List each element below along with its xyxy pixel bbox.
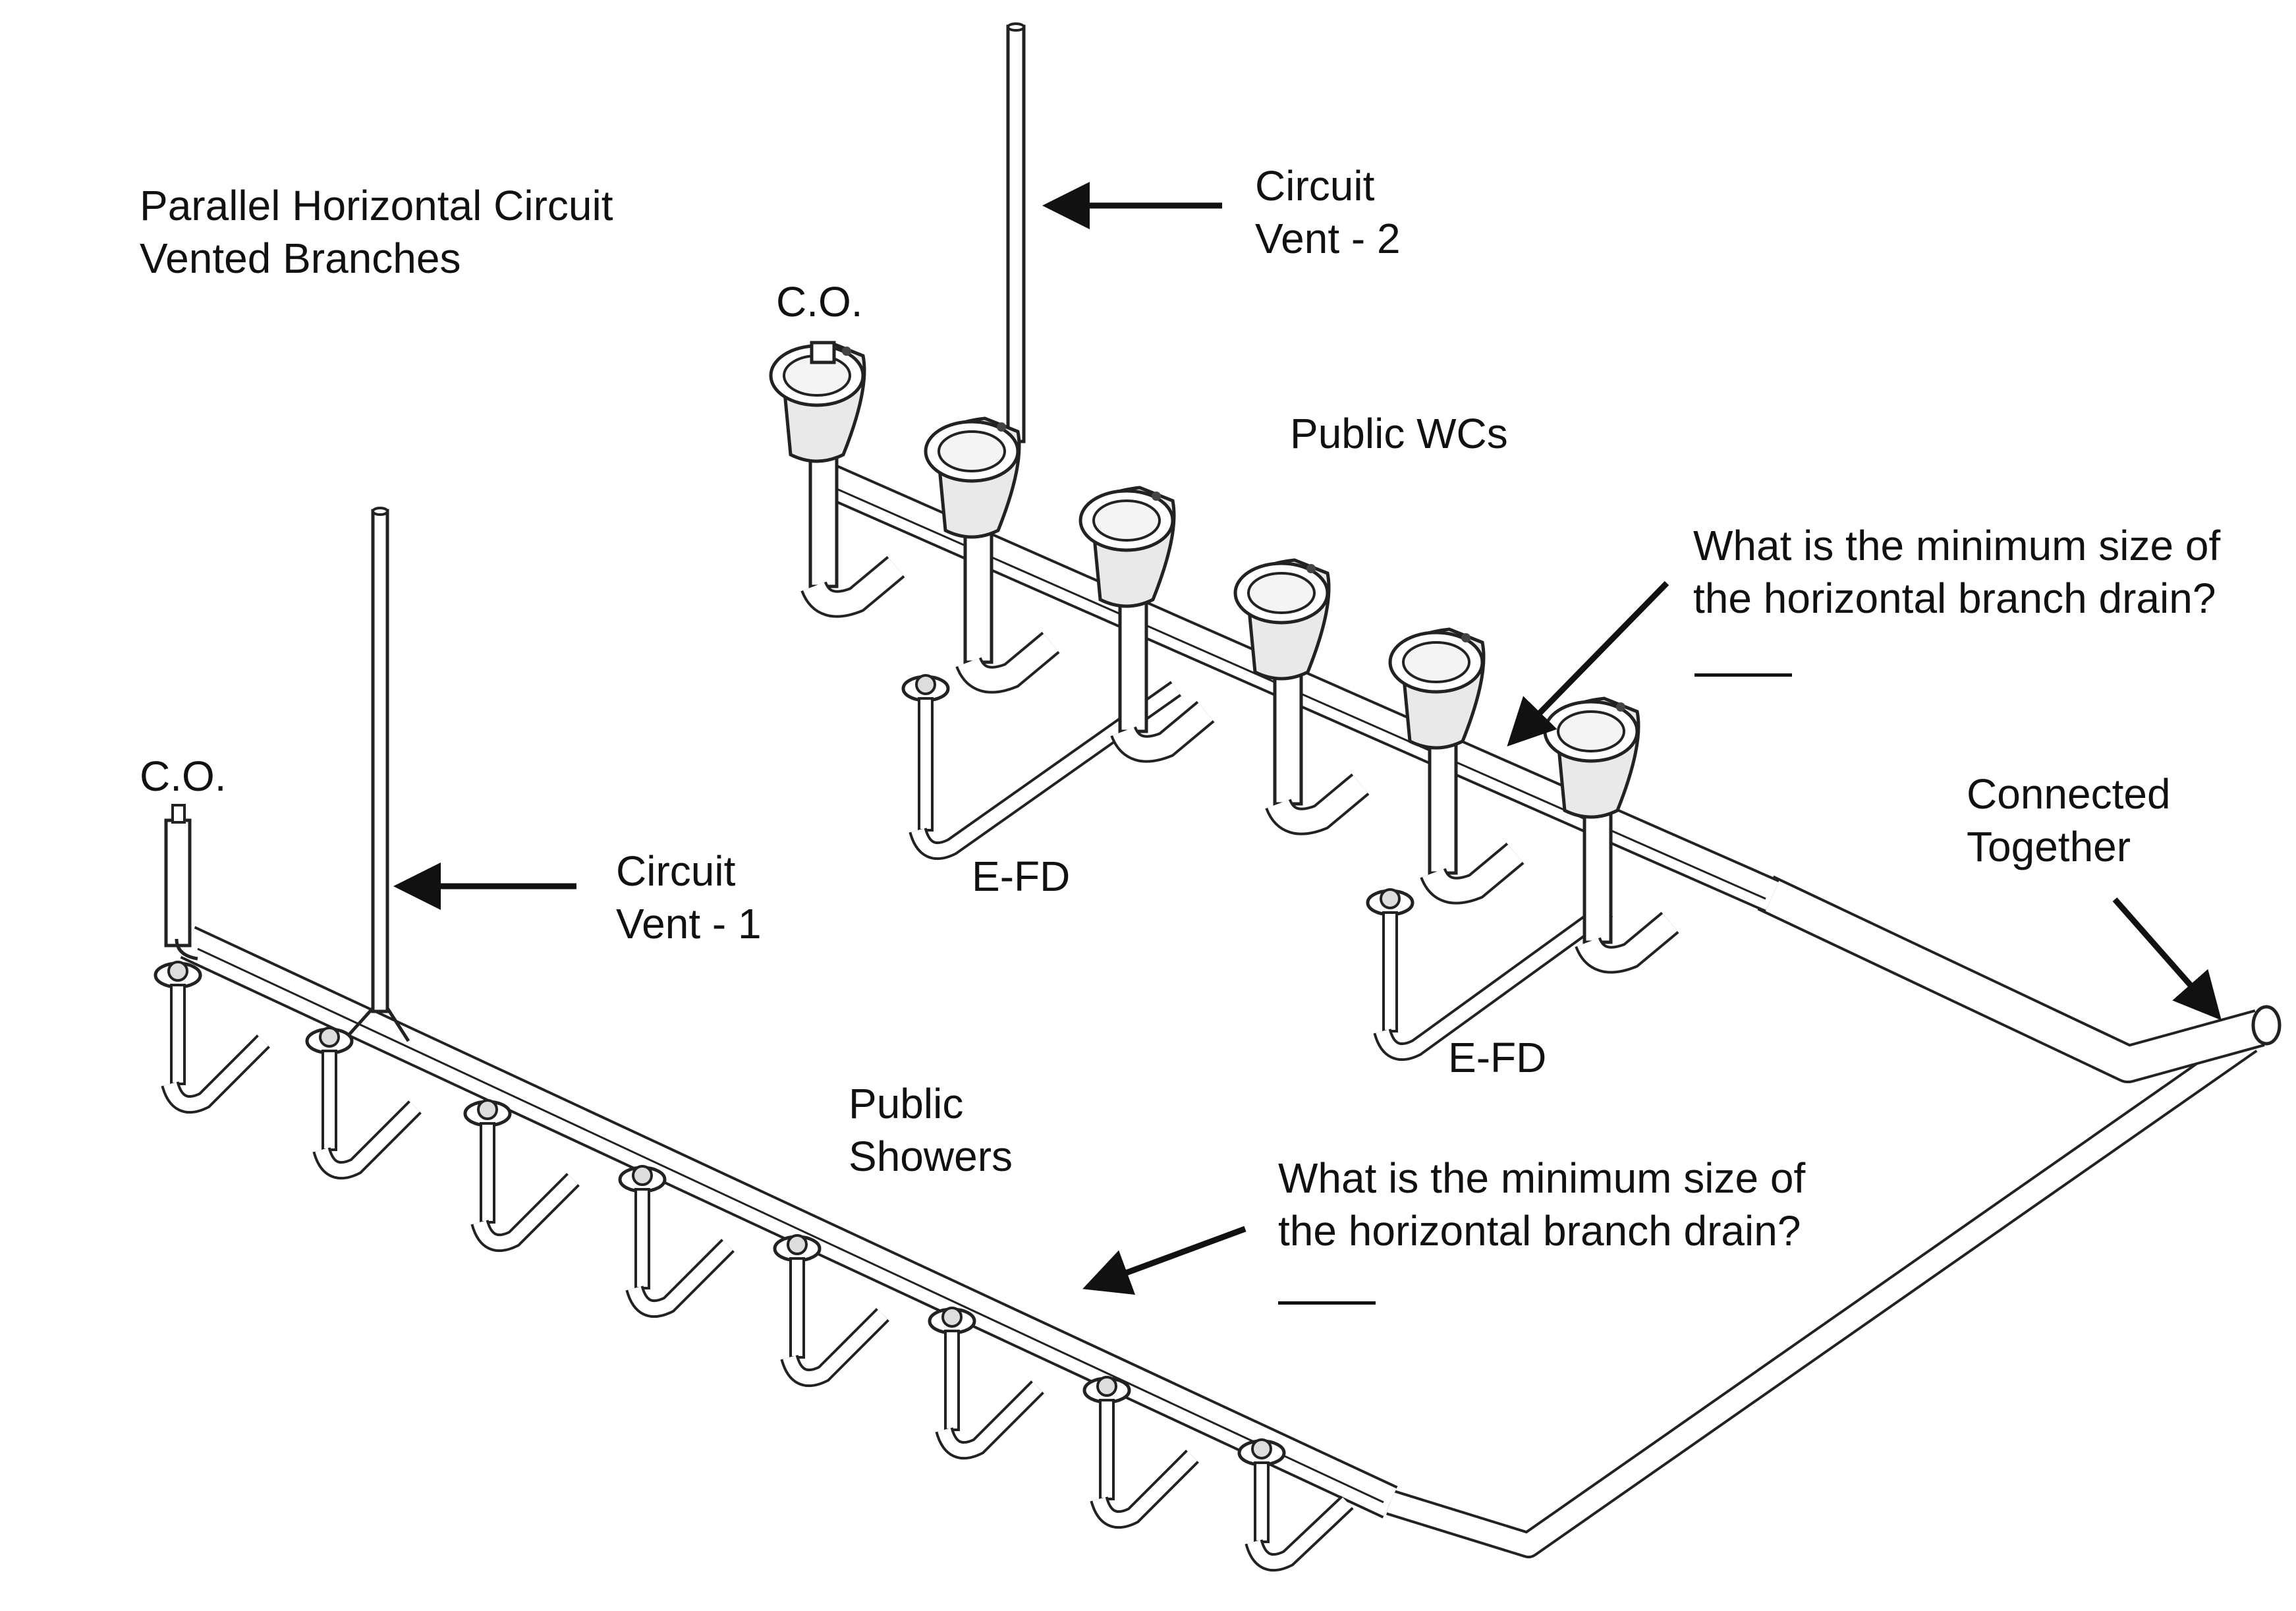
diagram-title-line2: Vented Branches	[140, 235, 461, 282]
water-closet	[1388, 627, 1525, 905]
floor-drain-efd-top	[901, 674, 1182, 861]
cleanout-riser-left	[164, 804, 198, 961]
shower-branch-drain	[180, 926, 1398, 1519]
arrow-shower-branch-question	[1082, 1226, 1246, 1295]
public-showers-label-line1: Public	[849, 1080, 964, 1127]
public-wcs-label: Public WCs	[1290, 410, 1508, 457]
shower-drain	[773, 1234, 889, 1388]
connected-together-label-line2: Together	[1967, 823, 2131, 870]
shower-drain	[1082, 1376, 1199, 1529]
wc-branch-answer-blank[interactable]	[1694, 673, 1792, 677]
water-closet	[924, 416, 1060, 694]
circuit-vent-2-label-line1: Circuit	[1255, 162, 1375, 210]
diagram-title-line1: Parallel Horizontal Circuit	[140, 182, 613, 229]
cleanout-left-label: C.O.	[140, 752, 227, 800]
wc-branch-question-line2: the horizontal branch drain?	[1693, 575, 2216, 622]
public-showers-label-line2: Showers	[849, 1133, 1013, 1180]
shower-branch-question-line2: the horizontal branch drain?	[1278, 1207, 1801, 1255]
water-closet	[769, 341, 905, 618]
circuit-vent-2-pipe	[1006, 22, 1026, 443]
shower-drain	[154, 961, 270, 1114]
shower-drain	[463, 1099, 580, 1253]
shower-drain	[305, 1027, 422, 1180]
cleanout-top-label: C.O.	[776, 278, 863, 325]
cleanout-top	[810, 341, 836, 364]
annotation-arrows	[393, 182, 2222, 1295]
shower-drain	[618, 1165, 735, 1318]
shower-drain	[1237, 1438, 1354, 1572]
water-closet	[1078, 486, 1215, 763]
circuit-vent-1-pipe	[348, 507, 410, 1042]
wc-fixtures	[769, 341, 1679, 974]
connected-together-label-line1: Connected	[1967, 770, 2171, 818]
arrow-connected-together	[2112, 897, 2222, 1021]
shower-branch-answer-blank[interactable]	[1278, 1301, 1376, 1305]
shower-drains	[154, 961, 1354, 1572]
water-closet	[1233, 558, 1370, 835]
arrow-wc-branch-question	[1507, 580, 1669, 747]
circuit-vent-1-label-line1: Circuit	[616, 847, 736, 895]
connecting-drain-pipe	[1386, 875, 2282, 1558]
circuit-vent-1-label-line2: Vent - 1	[616, 900, 762, 947]
efd-right-label: E-FD	[1448, 1034, 1547, 1081]
circuit-vent-2-label-line2: Vent - 2	[1255, 215, 1401, 262]
shower-drain	[928, 1307, 1044, 1460]
efd-top-label: E-FD	[972, 853, 1071, 900]
wc-branch-question-line1: What is the minimum size of	[1693, 522, 2221, 569]
shower-branch-question-line1: What is the minimum size of	[1278, 1154, 1806, 1202]
water-closet	[1543, 696, 1679, 974]
floor-drain-efd-right	[1366, 888, 1613, 1061]
